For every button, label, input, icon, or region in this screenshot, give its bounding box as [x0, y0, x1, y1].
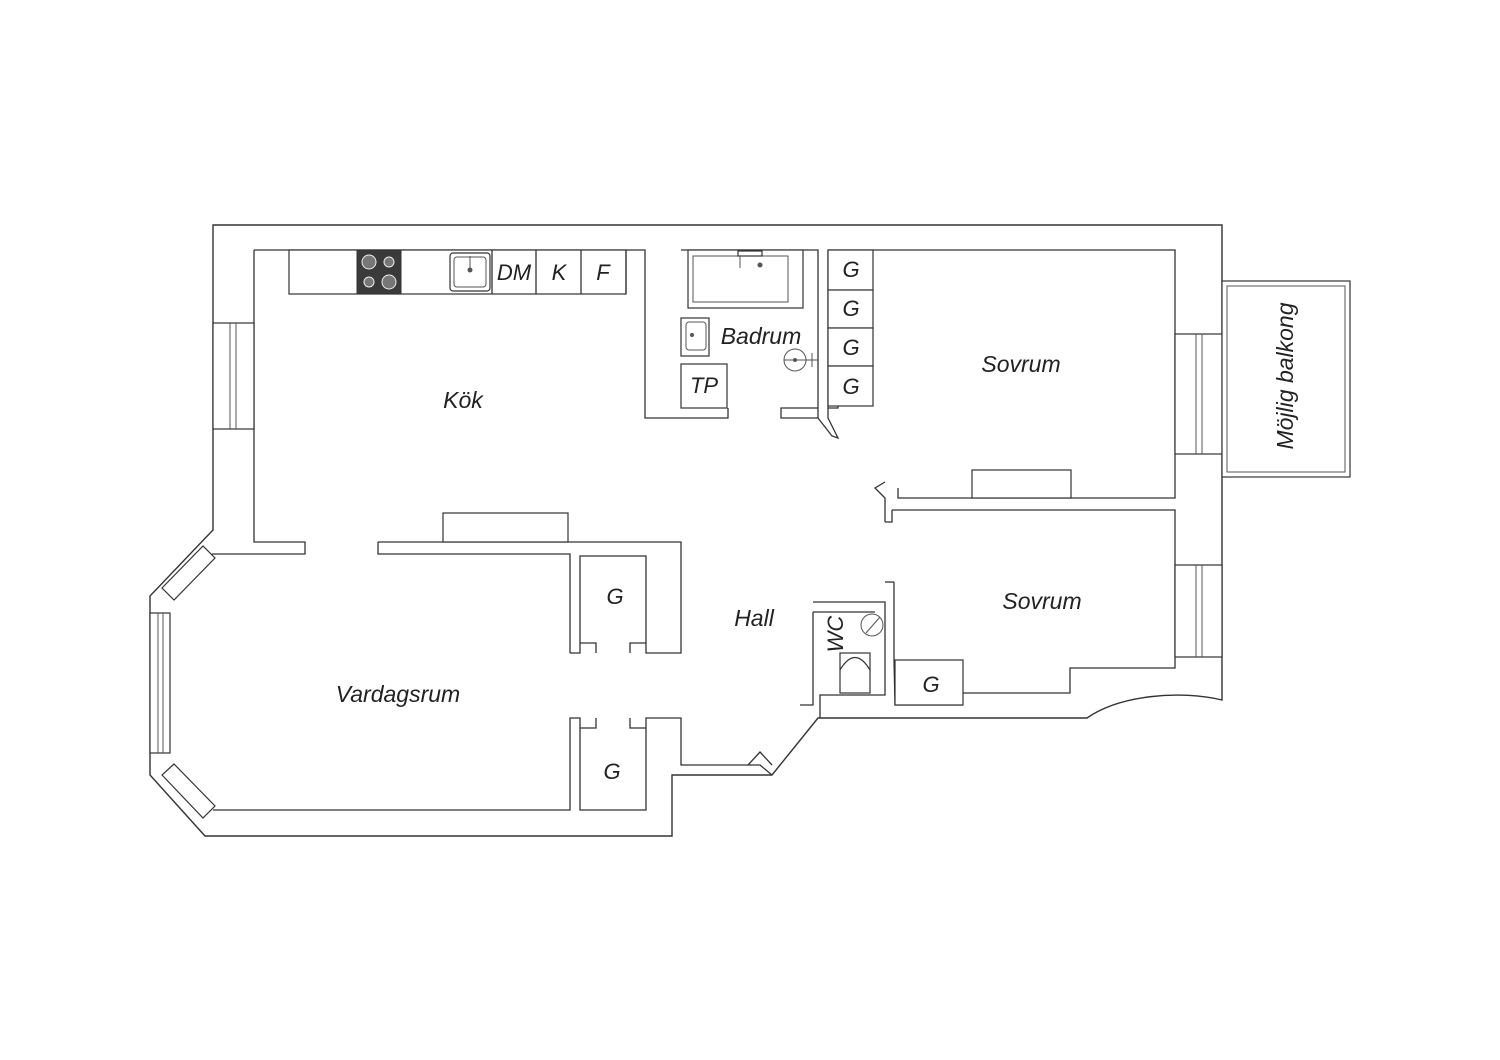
closet-label-3: G: [842, 335, 859, 360]
closet-label-6: G: [603, 759, 620, 784]
closets: [827, 249, 964, 706]
shower-icon: [783, 348, 818, 372]
washer-icon: [680, 363, 728, 409]
door-details: [747, 408, 886, 766]
kitchen-label: Kök: [443, 387, 484, 413]
balcony: [1221, 280, 1351, 478]
bathroom-fixtures: [680, 249, 818, 409]
closet-label-2: G: [842, 296, 859, 321]
bathtub-icon: [687, 249, 804, 309]
wc-label: WC: [823, 616, 848, 653]
closet-label-5: G: [606, 584, 623, 609]
bedroom-1-label: Sovrum: [981, 351, 1060, 377]
fridge-label: K: [552, 260, 568, 285]
laundry-label: TP: [690, 373, 718, 398]
radiators: [442, 469, 1072, 543]
dishwasher-label: DM: [497, 260, 532, 285]
closet-label-1: G: [842, 257, 859, 282]
kitchen-counter: [288, 249, 627, 295]
bedroom-2-label: Sovrum: [1002, 588, 1081, 614]
closet-label-7: G: [922, 672, 939, 697]
hall-label: Hall: [734, 605, 775, 631]
windows: [149, 322, 1223, 819]
bathroom-label: Badrum: [721, 323, 802, 349]
stove-icon: [356, 249, 402, 295]
freezer-label: F: [596, 260, 611, 285]
toilet-icon: [839, 613, 884, 694]
balcony-label: Möjlig balkong: [1272, 302, 1298, 449]
living-room-label: Vardagsrum: [336, 681, 460, 707]
outer-walls: [149, 224, 1223, 837]
closet-label-4: G: [842, 374, 859, 399]
